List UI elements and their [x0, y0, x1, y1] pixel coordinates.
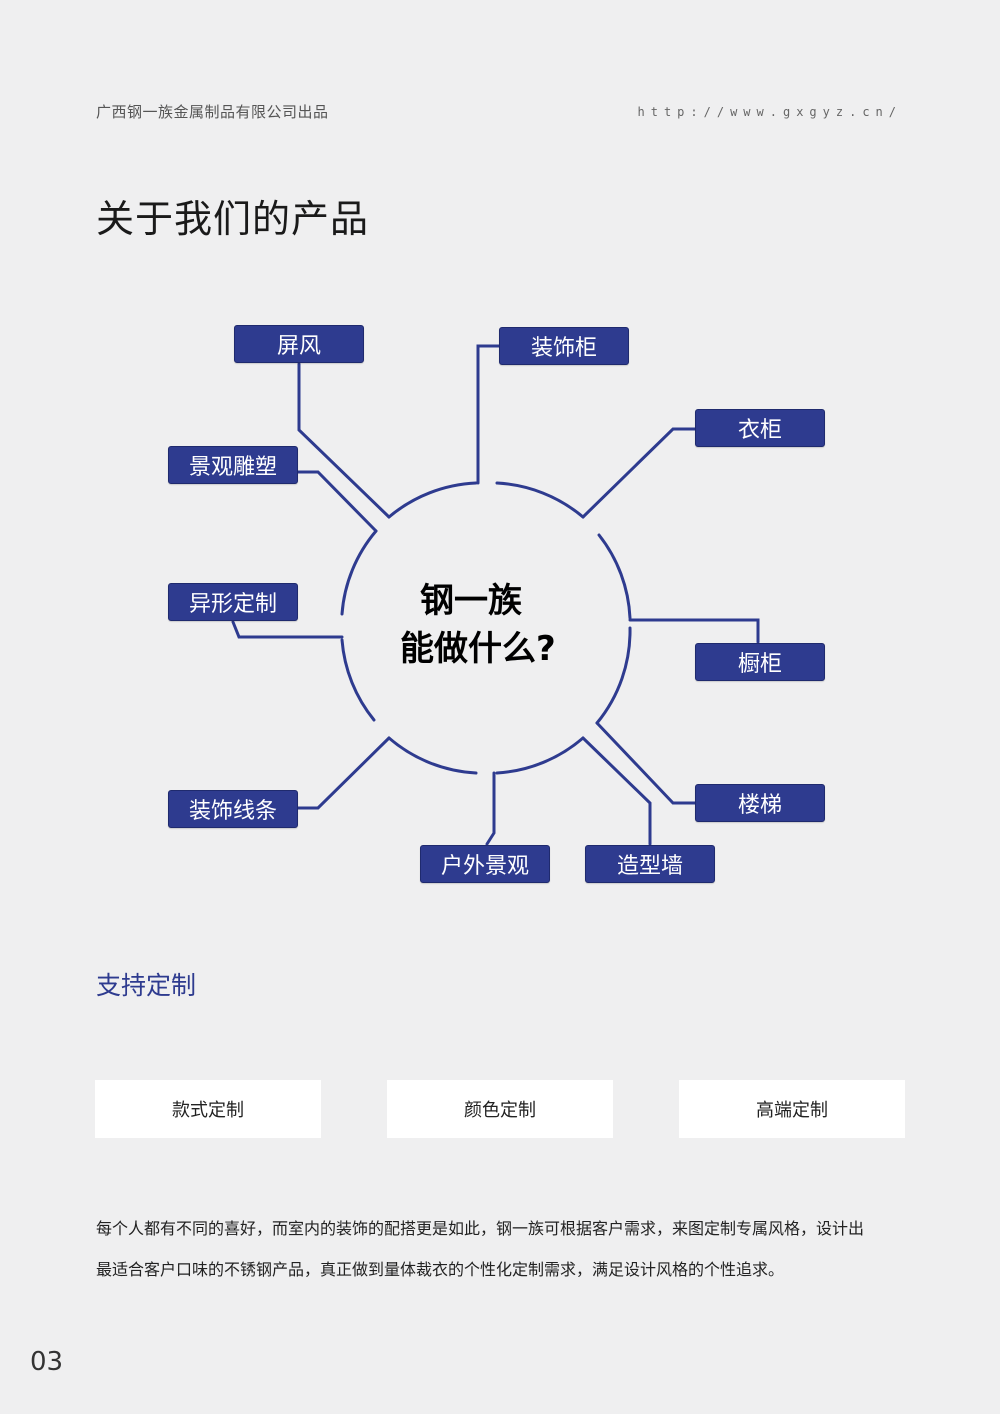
- node-outdoor-landscape: 户外景观: [420, 845, 550, 883]
- connector-outdoor: [485, 771, 496, 846]
- node-wardrobe: 衣柜: [695, 409, 825, 447]
- connector-stairs: [595, 721, 697, 805]
- node-landscape-sculpture: 景观雕塑: [168, 446, 298, 484]
- page-title: 关于我们的产品: [96, 197, 370, 241]
- connector-feature-wall: [581, 736, 652, 846]
- circle-arc: [495, 481, 585, 519]
- connector-sculpture: [296, 470, 378, 533]
- connector-screen: [297, 362, 391, 519]
- header-company: 广西钢一族金属制品有限公司出品: [96, 103, 329, 121]
- center-text-line2: 能做什么?: [400, 629, 556, 669]
- connector-wardrobe: [581, 427, 697, 519]
- customization-heading: 支持定制: [96, 971, 197, 1000]
- connector-cupboard: [628, 618, 760, 644]
- node-screen: 屏风: [234, 325, 364, 363]
- card-premium-customization: 高端定制: [679, 1080, 905, 1138]
- node-cupboard: 橱柜: [695, 643, 825, 681]
- circle-arc: [597, 533, 632, 620]
- connector-decor-lines: [296, 736, 391, 810]
- connector-decor-cabinet: [476, 344, 501, 485]
- node-decorative-lines: 装饰线条: [168, 790, 298, 828]
- center-text-line1: 钢一族: [420, 581, 522, 621]
- circle-arc: [340, 529, 378, 616]
- page-number: 03: [30, 1347, 64, 1377]
- product-mind-map: [231, 344, 760, 846]
- card-color-customization: 颜色定制: [387, 1080, 613, 1138]
- circle-arc: [495, 736, 585, 775]
- circle-arc: [387, 736, 478, 775]
- node-stairs: 楼梯: [695, 784, 825, 822]
- circle-arc: [387, 481, 478, 519]
- header-url[interactable]: http://www.gxgyz.cn/: [637, 105, 902, 119]
- description-line-2: 最适合客户口味的不锈钢产品，真正做到量体裁衣的个性化定制需求，满足设计风格的个性…: [96, 1260, 785, 1279]
- node-special-shape: 异形定制: [168, 583, 298, 621]
- connector-special: [231, 620, 344, 639]
- description-line-1: 每个人都有不同的喜好，而室内的装饰的配搭更是如此，钢一族可根据客户需求，来图定制…: [96, 1219, 865, 1238]
- circle-arc: [595, 626, 632, 725]
- circle-arc: [340, 638, 376, 722]
- node-decorative-cabinet: 装饰柜: [499, 327, 629, 365]
- description: 每个人都有不同的喜好，而室内的装饰的配搭更是如此，钢一族可根据客户需求，来图定制…: [96, 1208, 908, 1290]
- card-style-customization: 款式定制: [95, 1080, 321, 1138]
- node-feature-wall: 造型墙: [585, 845, 715, 883]
